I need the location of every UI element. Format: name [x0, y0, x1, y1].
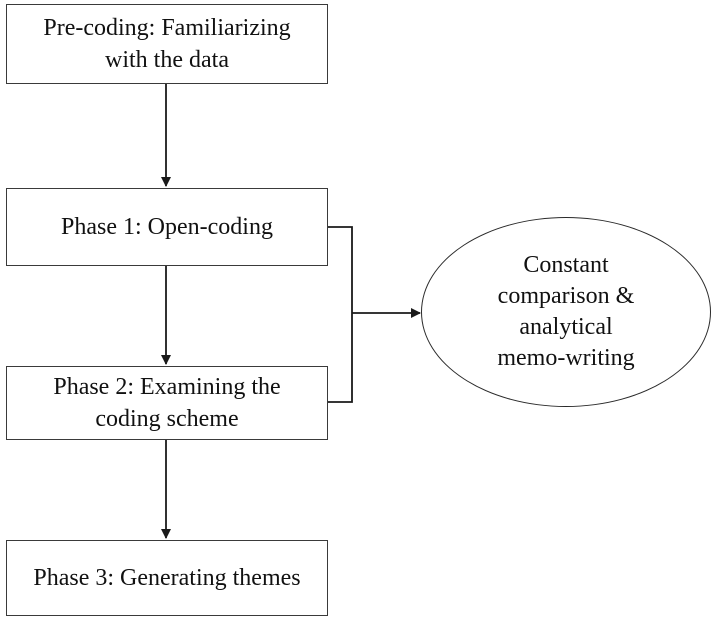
- node-precoding-label: Pre-coding: Familiarizing with the data: [43, 15, 291, 73]
- node-phase3-label: Phase 3: Generating themes: [33, 565, 301, 591]
- node-constant-comparison: Constant comparison & analytical memo-wr…: [421, 217, 711, 407]
- bracket-phase1-phase2: [328, 226, 353, 403]
- node-precoding: Pre-coding: Familiarizing with the data: [6, 4, 328, 84]
- node-phase1-label: Phase 1: Open-coding: [61, 214, 273, 240]
- node-phase2-label: Phase 2: Examining the coding scheme: [53, 374, 281, 432]
- node-phase2: Phase 2: Examining the coding scheme: [6, 366, 328, 440]
- node-phase3: Phase 3: Generating themes: [6, 540, 328, 616]
- node-constant-comparison-label: Constant comparison & analytical memo-wr…: [497, 252, 635, 371]
- node-phase1: Phase 1: Open-coding: [6, 188, 328, 266]
